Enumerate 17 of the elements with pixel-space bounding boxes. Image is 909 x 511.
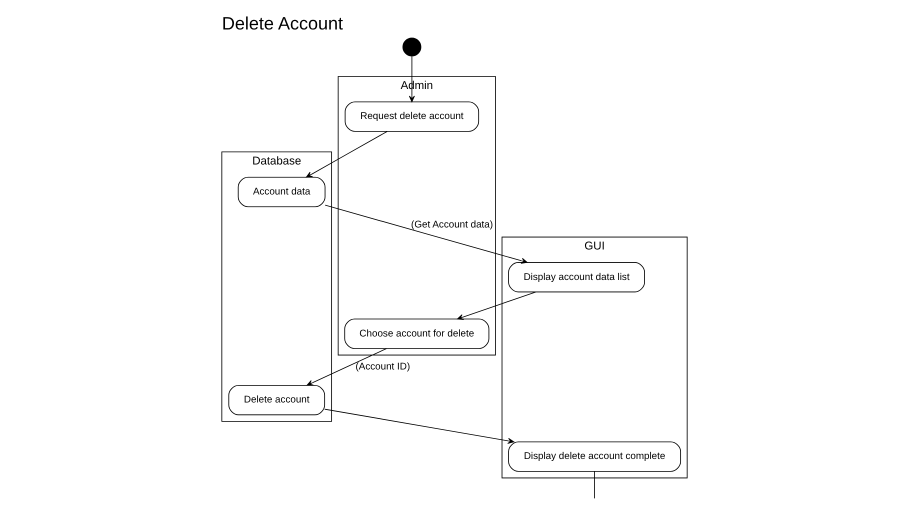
edge-label: (Account ID) [356,361,410,372]
node-circle [402,38,422,56]
arrow [324,204,528,264]
arrow [306,131,388,178]
node-box: Delete account [228,384,326,416]
arrow [457,292,536,320]
arrow [306,348,387,386]
node-box: Display delete account complete [508,441,682,472]
connector [594,471,595,499]
node-box: Display account data list [508,262,645,292]
diagram-title: Delete Account [222,13,344,34]
edge-label: (Get Account data) [411,220,494,231]
arrow [408,56,415,102]
node-box: Request delete account [344,101,480,132]
node-box: Account data [238,176,326,208]
node-box: Choose account for delete [344,318,490,349]
arrow [324,408,514,444]
